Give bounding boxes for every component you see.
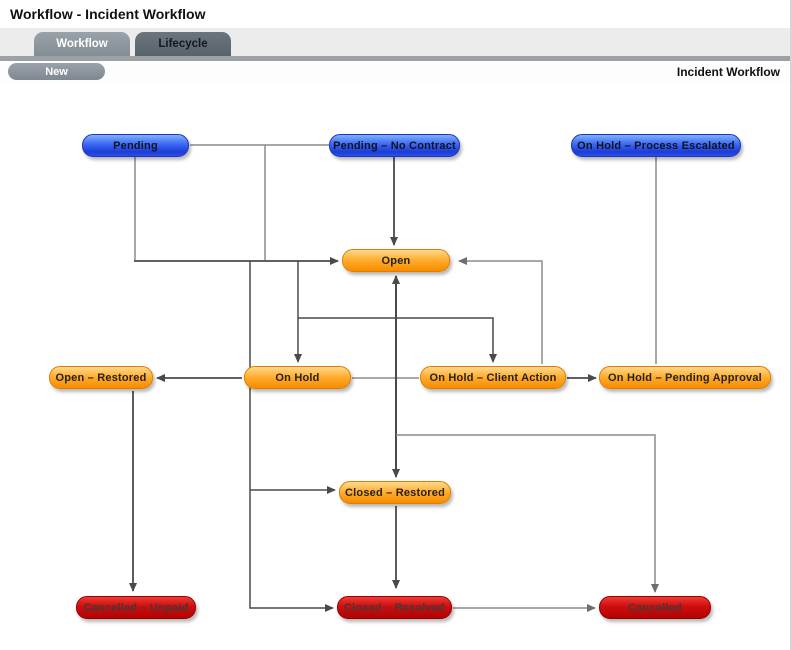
- new-button[interactable]: New: [8, 63, 105, 80]
- state-cancelled-unpaid[interactable]: Cancelled – Unpaid: [76, 596, 196, 619]
- state-on-hold-pending-approval[interactable]: On Hold – Pending Approval: [599, 366, 771, 389]
- state-open[interactable]: Open: [342, 249, 450, 272]
- page-title: Workflow - Incident Workflow: [10, 6, 206, 22]
- state-on-hold[interactable]: On Hold: [244, 366, 351, 389]
- edges-group: [129, 144, 659, 612]
- tab-workflow[interactable]: Workflow: [34, 32, 130, 56]
- state-open-restored[interactable]: Open – Restored: [49, 366, 153, 389]
- state-cancelled[interactable]: Cancelled: [599, 596, 711, 619]
- diagram-title-label: Incident Workflow: [676, 65, 780, 79]
- workflow-edge: [298, 317, 497, 363]
- state-closed-resolved[interactable]: Closed – Resolved: [337, 596, 452, 619]
- tab-lifecycle[interactable]: Lifecycle: [135, 32, 231, 56]
- state-pending[interactable]: Pending: [82, 134, 189, 157]
- state-pending-no-contract[interactable]: Pending – No Contract: [329, 134, 460, 157]
- workflow-edge: [249, 261, 334, 612]
- workflow-edge: [396, 434, 659, 593]
- workflow-edge: [458, 257, 543, 364]
- state-on-hold-process-escalated[interactable]: On Hold – Process Escalated: [571, 134, 741, 157]
- toolbar: New Incident Workflow: [0, 61, 790, 85]
- divider-bar: [0, 56, 790, 61]
- state-closed-restored[interactable]: Closed – Restored: [339, 481, 451, 504]
- state-on-hold-client-action[interactable]: On Hold – Client Action: [420, 366, 566, 389]
- title-bar: Workflow - Incident Workflow: [0, 0, 790, 28]
